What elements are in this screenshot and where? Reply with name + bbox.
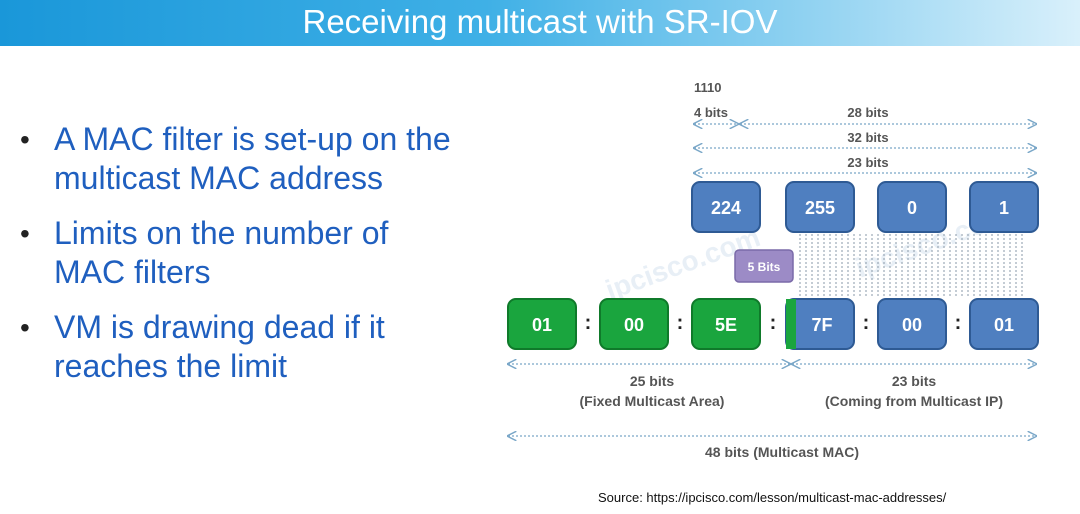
ip-octet-0: 0 — [877, 181, 947, 233]
mac-octet-label: 01 — [532, 315, 552, 335]
ip-octet-label: 224 — [711, 198, 741, 218]
label-fixed-area: (Fixed Multicast Area) — [580, 393, 725, 409]
label-23-bits-top: 23 bits — [847, 155, 888, 170]
source-citation: Source: https://ipcisco.com/lesson/multi… — [598, 490, 947, 505]
mac-separator: : — [955, 312, 962, 334]
bullet-text: A MAC filter is set-up on the multicast … — [54, 121, 451, 196]
bullet-dot-icon: • — [20, 124, 30, 155]
ip-octet-label: 1 — [999, 198, 1009, 218]
page-title: Receiving multicast with SR-IOV — [302, 3, 778, 40]
mac-octet-label: 5E — [715, 315, 737, 335]
mac-octet-01: 01 — [507, 298, 577, 350]
ip-octet-1: 1 — [969, 181, 1039, 233]
mac-octet-label: 00 — [902, 315, 922, 335]
label-32-bits: 32 bits — [847, 130, 888, 145]
label-25-bits: 25 bits — [630, 373, 675, 389]
bullet-list: • A MAC filter is set-up on the multicast… — [20, 120, 460, 402]
label-28-bits: 28 bits — [847, 105, 888, 120]
bullet-dot-icon: • — [20, 312, 30, 343]
mac-separator: : — [677, 312, 684, 334]
mac-octet-7f: 7F — [785, 298, 855, 350]
mac-octet-label: 00 — [624, 315, 644, 335]
bullet-dot-icon: • — [20, 218, 30, 249]
bullet-text: Limits on the number of MAC filters — [54, 215, 389, 290]
label-1110: 1110 — [694, 80, 722, 95]
label-23-bits-bottom: 23 bits — [892, 373, 937, 389]
ip-octet-label: 255 — [805, 198, 835, 218]
bullet-item: • A MAC filter is set-up on the multicast… — [20, 120, 460, 198]
mac-octet-01b: 01 — [969, 298, 1039, 350]
mac-separator: : — [863, 312, 870, 334]
five-bits-label: 5 Bits — [748, 260, 781, 274]
title-bar — [0, 0, 1080, 46]
ip-octet-224: 224 — [691, 181, 761, 233]
label-4-bits: 4 bits — [694, 105, 728, 120]
mac-octet-00: 00 — [599, 298, 669, 350]
mac-octet-label: 01 — [994, 315, 1014, 335]
mac-separator: : — [585, 312, 592, 334]
label-from-ip: (Coming from Multicast IP) — [825, 393, 1003, 409]
mac-octet-00b: 00 — [877, 298, 947, 350]
ip-octet-label: 0 — [907, 198, 917, 218]
five-bits-box: 5 Bits — [734, 249, 794, 283]
mac-separator: : — [770, 312, 777, 334]
mac-octet-5e: 5E — [691, 298, 761, 350]
ip-octet-255: 255 — [785, 181, 855, 233]
bullet-item: • Limits on the number of MAC filters — [20, 214, 460, 292]
mac-octet-label: 7F — [811, 315, 832, 335]
bullet-item: • VM is drawing dead if it reaches the li… — [20, 308, 460, 386]
bullet-text: VM is drawing dead if it reaches the lim… — [54, 309, 385, 384]
label-48-bits: 48 bits (Multicast MAC) — [705, 444, 859, 460]
